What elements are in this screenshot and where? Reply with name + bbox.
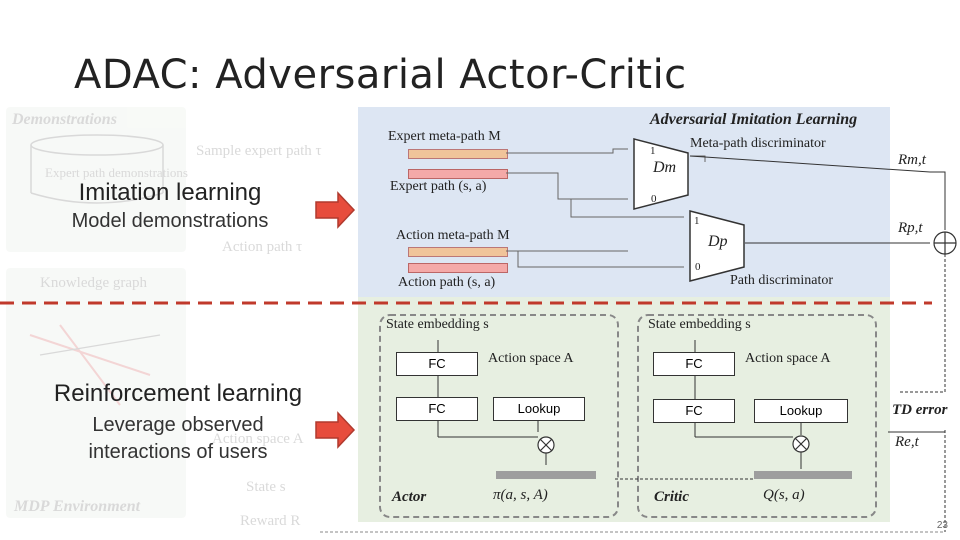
critic-name: Critic: [654, 489, 690, 505]
critic-fc2: FC: [653, 399, 735, 423]
action-meta-path-bar: [408, 247, 508, 257]
faded-action-path: Action path τ: [222, 239, 303, 255]
critic-state-embedding: State embedding s: [648, 317, 751, 332]
reinforcement-learning-title: Reinforcement learning: [53, 380, 303, 407]
critic-fc1: FC: [653, 352, 735, 376]
reward-meta-path: Rm,t: [898, 152, 926, 168]
expert-meta-path-label: Expert meta-path M: [388, 129, 501, 144]
ail-title: Adversarial Imitation Learning: [650, 111, 858, 128]
actor-name: Actor: [392, 489, 427, 505]
slide-title: ADAC: Adversarial Actor-Critic: [74, 52, 687, 98]
critic-value: Q(s, a): [763, 487, 805, 503]
imitation-learning-label: Imitation learning Model demonstrations: [55, 179, 285, 233]
page-number: 23: [936, 520, 948, 531]
imitation-learning-title: Imitation learning: [78, 179, 262, 206]
sum-node-icon: [933, 231, 957, 255]
rl-subtitle-line1: Leverage observed: [92, 414, 264, 436]
faded-mdp-env: MDP Environment: [14, 498, 141, 515]
faded-demonstrations: Demonstrations: [12, 111, 117, 128]
dp-output-zero: 0: [695, 261, 701, 273]
action-meta-path-label: Action meta-path M: [396, 228, 510, 243]
critic-output-bar: [754, 471, 852, 479]
faded-reward: Reward R: [240, 513, 301, 529]
imitation-learning-subtitle: Model demonstrations: [71, 210, 269, 232]
dm-label: Dm: [653, 159, 677, 176]
actor-fc1: FC: [396, 352, 478, 376]
path-discriminator-label: Path discriminator: [730, 273, 834, 288]
imitation-arrow-icon: [315, 191, 356, 229]
expert-path-bar: [408, 169, 508, 179]
actor-fc2: FC: [396, 397, 478, 421]
faded-graph-lines: [29, 134, 164, 406]
faded-action-space: Action space A: [212, 431, 304, 447]
faded-sample-expert: Sample expert path τ: [196, 143, 322, 159]
td-error-label: TD error: [892, 402, 948, 418]
actor-lookup: Lookup: [493, 397, 585, 421]
figure-connectors: [379, 138, 877, 518]
reward-path: Rp,t: [898, 220, 923, 236]
critic-action-space: Action space A: [745, 351, 831, 366]
dm-output-zero: 0: [651, 193, 657, 205]
critic-lookup: Lookup: [754, 399, 848, 423]
faded-state: State s: [246, 479, 286, 495]
rl-arrow-icon: [315, 411, 356, 449]
reinforcement-learning-label: Reinforcement learning Leverage observed…: [38, 380, 318, 465]
meta-path-discriminator-label: Meta-path discriminator: [690, 136, 826, 151]
reward-env: Re,t: [895, 434, 919, 450]
actor-action-space: Action space A: [488, 351, 574, 366]
dp-output-one: 1: [694, 215, 700, 227]
dp-label: Dp: [708, 233, 728, 250]
action-path-bar: [408, 263, 508, 273]
dm-output-one: 1: [650, 145, 656, 157]
faded-knowledge-graph: Knowledge graph: [40, 275, 148, 291]
adac-architecture-figure: Adversarial Imitation Learning Expert me…: [358, 107, 890, 522]
actor-state-embedding: State embedding s: [386, 317, 489, 332]
actor-output-bar: [496, 471, 596, 479]
expert-meta-path-bar: [408, 149, 508, 159]
faded-expert-path: Expert path demonstrations: [45, 165, 188, 180]
rl-subtitle-line2: interactions of users: [88, 441, 268, 463]
action-path-label: Action path (s, a): [398, 275, 496, 290]
actor-policy: π(a, s, A): [493, 487, 548, 503]
faded-background-figure: Demonstrations Expert path demonstration…: [0, 105, 355, 530]
expert-path-label: Expert path (s, a): [390, 179, 487, 194]
